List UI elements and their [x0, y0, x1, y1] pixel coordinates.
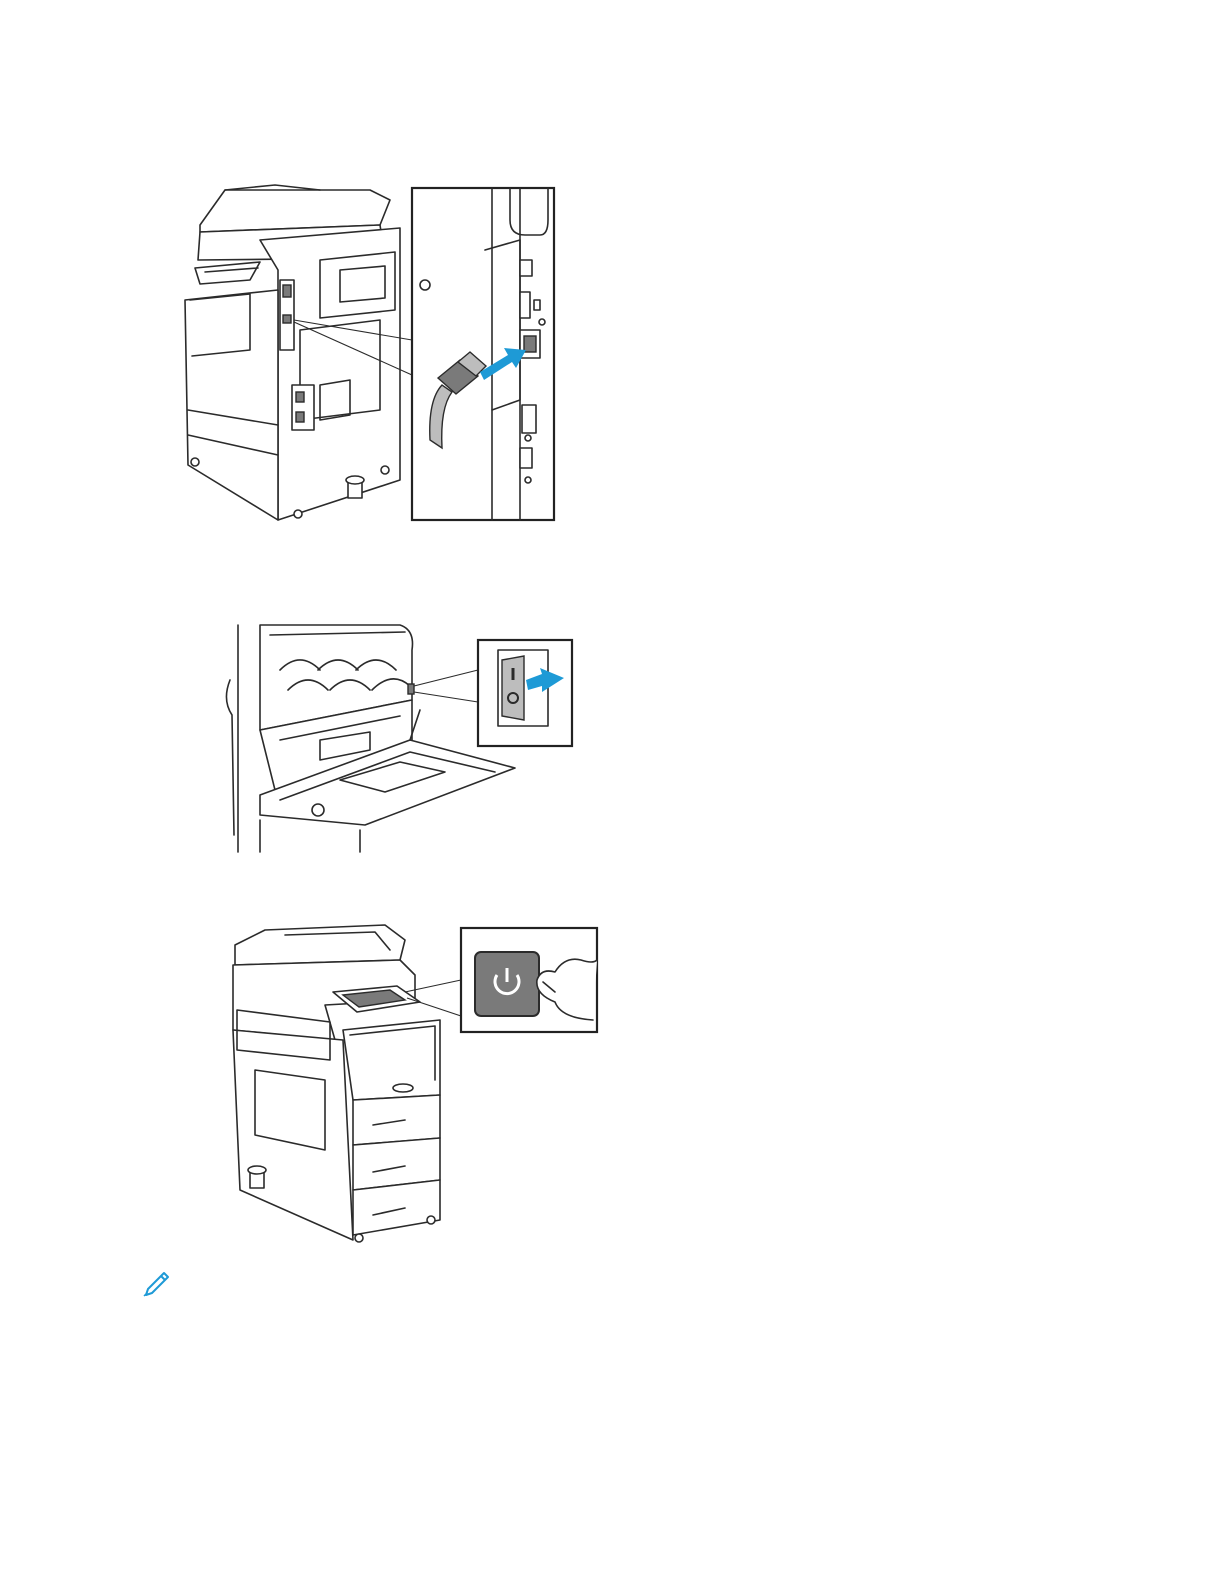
power-button-illustration	[225, 920, 605, 1245]
ethernet-illustration	[180, 180, 560, 525]
figure-power-switch	[220, 620, 580, 856]
power-switch-illustration	[220, 620, 580, 856]
figure-power-button	[225, 920, 605, 1245]
note-icon-wrapper	[142, 1265, 174, 1297]
power-switch	[502, 656, 524, 720]
pencil-note-icon	[142, 1265, 174, 1297]
figure-ethernet-connection	[180, 180, 560, 525]
power-button	[475, 952, 539, 1016]
